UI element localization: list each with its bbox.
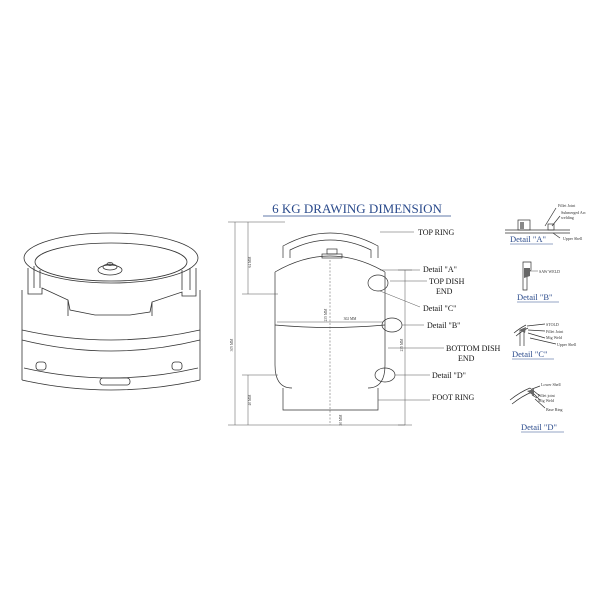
label-detail-d: Detail "D" [432,371,466,380]
detail-d-note-mig: Mig Weld [538,398,554,403]
detail-b-note-saw-weld: SAW WELD [539,269,560,274]
dim-diameter: 302 MM [344,317,357,321]
label-bottom-dish-end-2: END [458,354,475,363]
dim-overall-height: 305 MM [230,338,234,351]
label-bottom-dish-end-1: BOTTOM DISH [446,344,501,353]
detail-a-note-welding: welding [561,215,574,220]
detail-a-view: Fillet Joint Submerged Arc welding Upper… [505,203,586,245]
detail-a-note-fillet: Fillet Joint [558,203,576,208]
detail-d-note-fillet: Fillet joint [538,393,556,398]
dim-foot-height: 40 MM [248,394,252,406]
detail-d-note-base-ring: Base Ring [546,407,563,412]
detail-b-title: Detail "B" [517,292,553,302]
front-elevation [274,232,403,411]
label-detail-a: Detail "A" [423,265,457,274]
label-top-dish-end-1: TOP DISH [429,277,465,286]
detail-c-note-fillet: Fillet Joint [546,329,564,334]
dim-top-height: 64 MM [248,256,252,268]
label-detail-b: Detail "B" [427,321,460,330]
cylinder-3d-view [21,232,201,391]
callout-leaders [378,231,444,401]
label-foot-ring: FOOT RING [432,393,475,402]
drawing-title: 6 KG DRAWING DIMENSION [272,201,442,216]
dim-shell-height: 235 MM [400,338,404,351]
detail-c-view: STOLD Fillet Joint Mig Weld Upper Shell … [512,322,577,360]
dim-bottom: 30 MM [339,414,343,426]
dimension-lines [228,221,412,426]
detail-a-note-saw: Submerged Arc [561,210,586,215]
dim-shell-length: 235 MM [324,308,328,321]
label-detail-c: Detail "C" [423,304,456,313]
detail-a-title: Detail "A" [510,234,546,244]
detail-c-note-upper-shell: Upper Shell [557,342,577,347]
detail-c-title: Detail "C" [512,349,548,359]
detail-c-note-stold: STOLD [546,322,559,327]
detail-c-note-mig: Mig Weld [546,335,562,340]
detail-b-view: SAW WELD Detail "B" [517,261,560,303]
detail-d-title: Detail "D" [521,422,557,432]
label-top-dish-end-2: END [436,287,453,296]
detail-d-view: Lower Shell Fillet joint Mig Weld Base R… [509,382,564,433]
detail-d-note-lower-shell: Lower Shell [541,382,562,387]
label-top-ring: TOP RING [418,228,454,237]
detail-a-note-upper-shell: Upper Shell [563,236,583,241]
